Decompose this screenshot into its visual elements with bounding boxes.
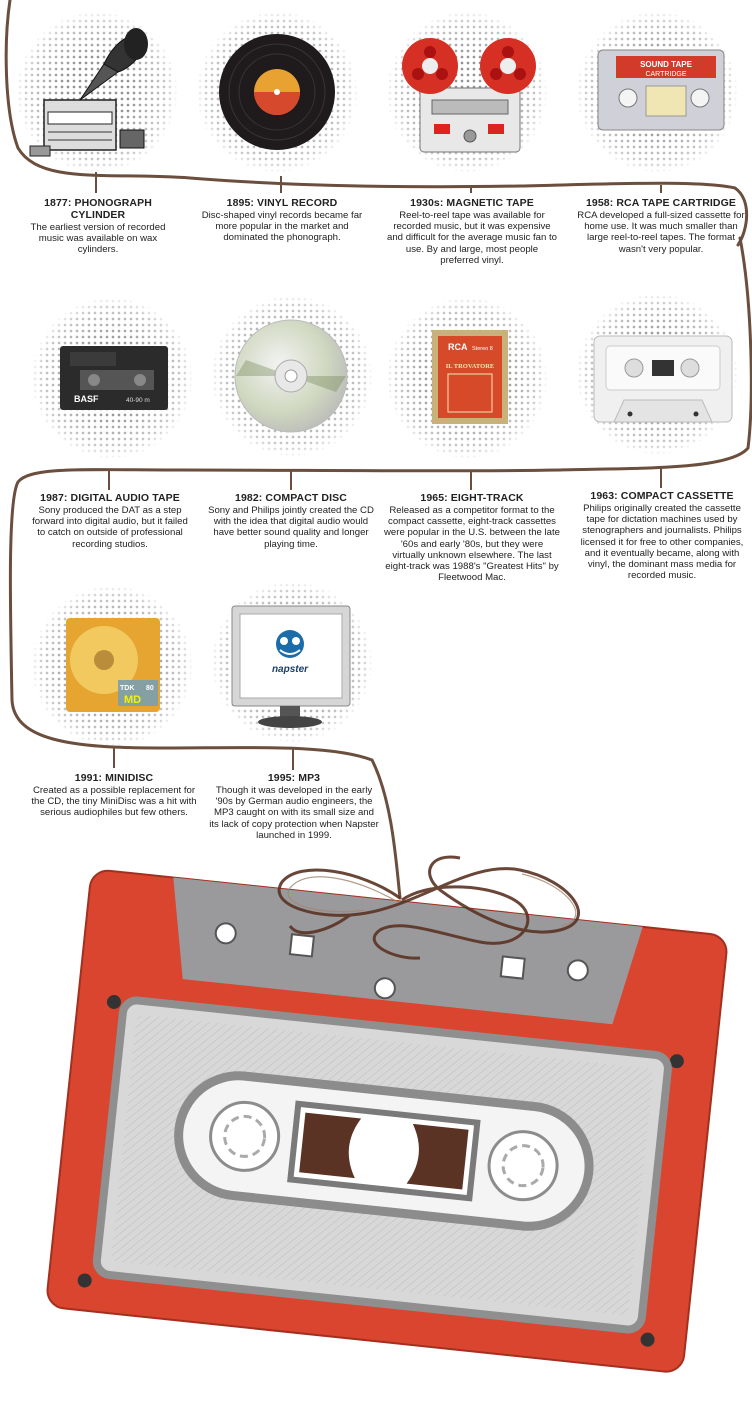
- md-format: MD: [124, 694, 141, 706]
- item-title: 1877: PHONOGRAPH CYLINDER: [44, 197, 152, 221]
- timeline-item-phonograph: 1877: PHONOGRAPH CYLINDER The earliest v…: [18, 197, 178, 256]
- md-brand: TDK: [120, 685, 134, 692]
- timeline-item-dat: 1987: DIGITAL AUDIO TAPE Sony produced t…: [28, 492, 192, 550]
- item-title: 1895: VINYL RECORD: [226, 197, 338, 209]
- item-desc: Disc-shaped vinyl records became far mor…: [201, 210, 363, 244]
- compact-cassette-icon: [593, 335, 733, 423]
- item-desc: Sony produced the DAT as a step forward …: [32, 505, 188, 550]
- item-title: 1995: MP3: [267, 772, 321, 784]
- minidisc-icon: TDK 80 MD: [66, 618, 160, 712]
- timeline-item-rca: 1958: RCA TAPE CARTRIDGE RCA developed a…: [576, 197, 746, 255]
- monitor-napster-icon: napster: [231, 605, 351, 728]
- dat-spec: 40-90 m: [126, 397, 150, 404]
- phonograph-icon: [29, 28, 148, 157]
- rca-label-sub: CARTRIDGE: [645, 71, 686, 78]
- item-title: 1987: DIGITAL AUDIO TAPE: [40, 492, 180, 504]
- item-title: 1965: EIGHT-TRACK: [420, 492, 524, 504]
- timeline-item-vinyl: 1895: VINYL RECORD Disc-shaped vinyl rec…: [196, 197, 368, 244]
- item-title: 1930s: MAGNETIC TAPE: [410, 197, 534, 209]
- dat-brand: BASF: [74, 394, 99, 404]
- rca-cartridge-icon: SOUND TAPE CARTRIDGE: [597, 49, 725, 131]
- item-desc: Sony and Philips jointly created the CD …: [208, 505, 374, 550]
- item-desc: Philips originally created the cassette …: [580, 503, 744, 582]
- eight-stereo: Stereo 8: [472, 346, 493, 352]
- eight-album: IL TROVATORE: [446, 363, 494, 370]
- item-desc: Reel-to-reel tape was available for reco…: [387, 210, 557, 266]
- eight-track-icon: RCA Stereo 8 IL TROVATORE: [432, 330, 508, 424]
- item-desc: The earliest version of recorded music w…: [30, 222, 166, 256]
- reel-to-reel-icon: [402, 38, 536, 153]
- timeline-item-magnetic: 1930s: MAGNETIC TAPE Reel-to-reel tape w…: [386, 197, 558, 266]
- napster-logo-text: napster: [272, 664, 309, 675]
- eight-brand: RCA: [448, 342, 468, 352]
- item-title: 1991: MINIDISC: [74, 772, 154, 784]
- timeline-item-minidisc: 1991: MINIDISC Created as a possible rep…: [30, 772, 198, 819]
- item-desc: Created as a possible replacement for th…: [31, 785, 197, 819]
- item-title: 1958: RCA TAPE CARTRIDGE: [585, 197, 736, 209]
- item-desc: Released as a competitor format to the c…: [384, 505, 560, 584]
- item-title: 1963: COMPACT CASSETTE: [590, 490, 734, 502]
- dat-tape-icon: BASF 40-90 m: [60, 346, 168, 410]
- timeline-item-cd: 1982: COMPACT DISC Sony and Philips join…: [208, 492, 374, 550]
- compact-disc-icon: [234, 319, 348, 433]
- timeline-item-mp3: 1995: MP3 Though it was developed in the…: [208, 772, 380, 841]
- md-capacity: 80: [146, 685, 154, 692]
- item-desc: Though it was developed in the early '90…: [209, 785, 379, 841]
- item-desc: RCA developed a full-sized cassette for …: [577, 210, 745, 255]
- rca-label-top: SOUND TAPE: [640, 60, 693, 69]
- timeline-item-cassette: 1963: COMPACT CASSETTE Philips originall…: [574, 490, 750, 581]
- timeline-item-eight: 1965: EIGHT-TRACK Released as a competit…: [384, 492, 560, 583]
- item-title: 1982: COMPACT DISC: [235, 492, 347, 504]
- vinyl-record-icon: [219, 34, 335, 150]
